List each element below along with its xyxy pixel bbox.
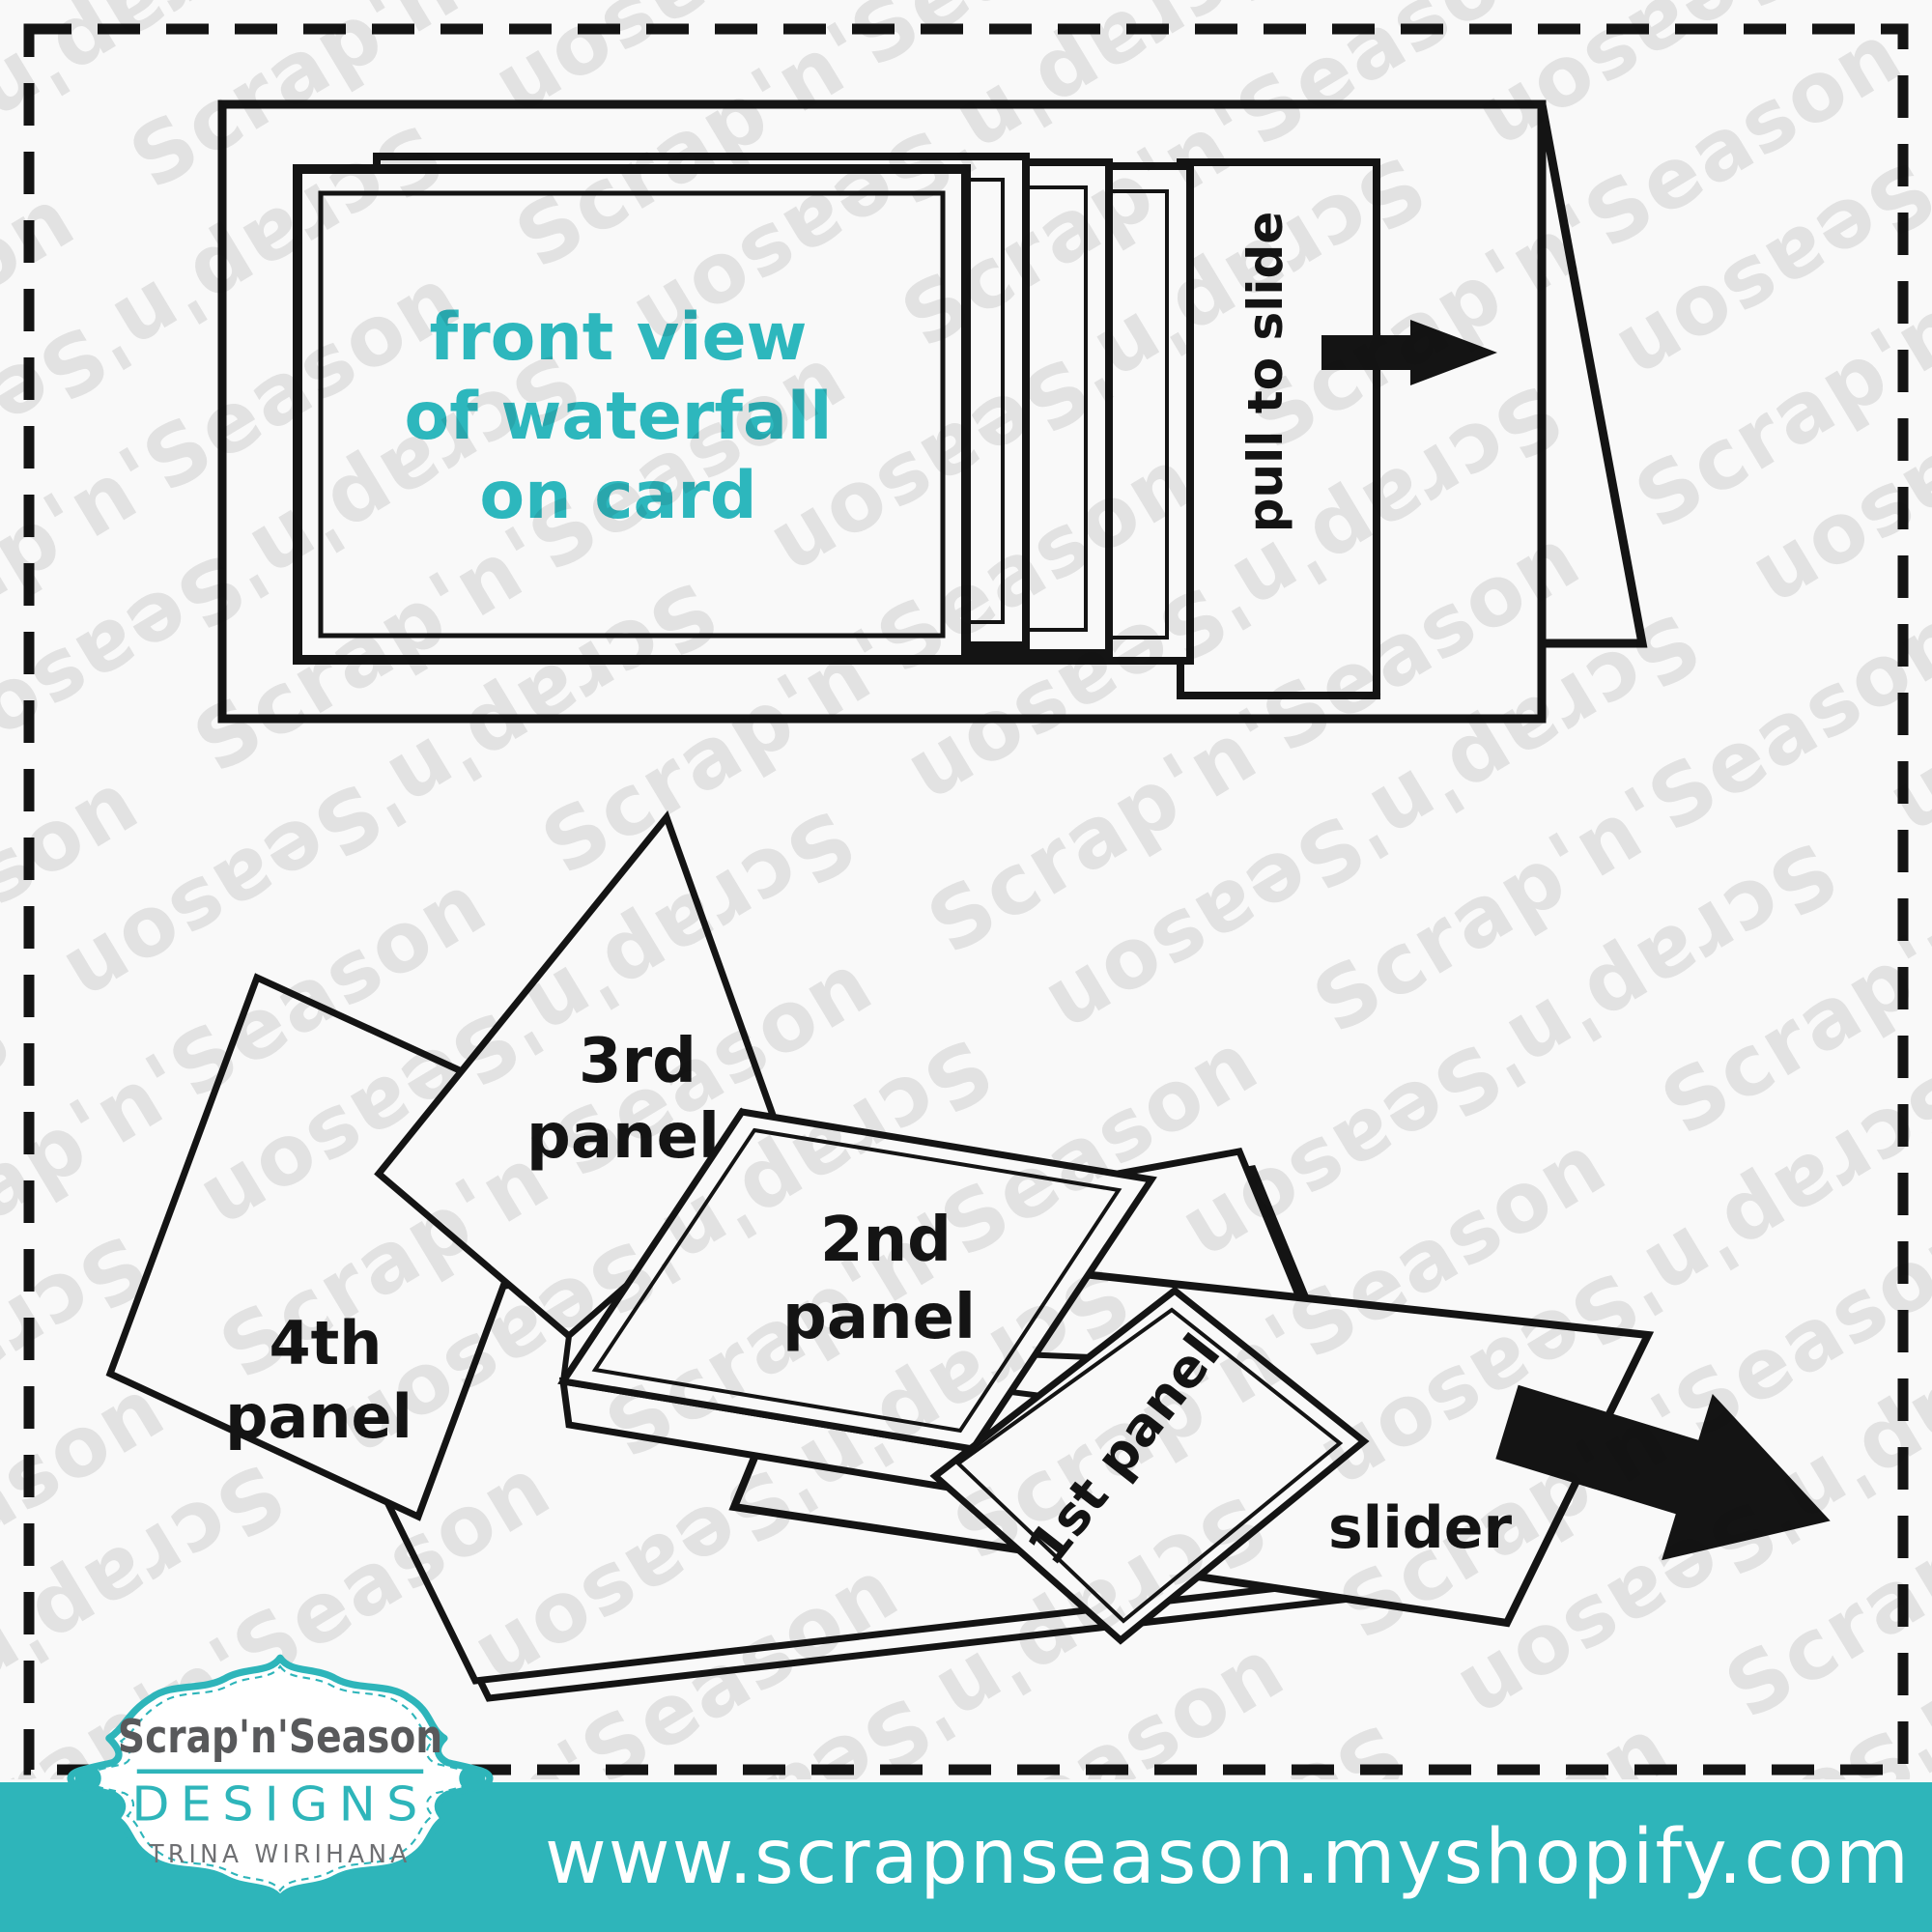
shop-url[interactable]: www.scrapnseason.myshopify.com [545,1813,1911,1901]
badge-dot-left [74,1765,101,1792]
panel-2-label-line2: panel [782,1282,976,1353]
front-panel-inner [318,190,946,639]
slider-panel-front-view [1177,158,1380,699]
front-view-caption-line2: of waterfall [405,379,833,455]
panel-3-label-line2: panel [526,1101,720,1173]
panel-2-label-line1: 2nd [820,1205,952,1276]
badge-frame [67,1654,494,1903]
card-fold-flap [1537,103,1648,648]
slider-label: slider [1328,1494,1512,1562]
badge-dot-right [459,1765,486,1792]
brand-badge: Scrap'n'Season DESIGNS TRINA WIRIHANA [67,1654,494,1903]
slider-arrow-icon [1495,1384,1831,1561]
exploded-view-diagram: 4th panel 3rd panel 2nd panel 1st panel … [105,810,1831,1702]
panel-3-label-line1: 3rd [579,1026,696,1097]
dashed-page-border [23,23,1909,1776]
panel-1-inner-border [954,1307,1344,1624]
badge-stitch-border [84,1664,476,1892]
panel-4-label-line1: 4th [270,1308,383,1378]
front-view-caption-line3: on card [479,458,756,534]
panel-4-label-line2: panel [225,1381,412,1452]
badge-author: TRINA WIRIHANA [148,1840,411,1869]
front-panel [293,164,971,665]
badge-division: DESIGNS [131,1776,428,1832]
panel-2-inner-border [591,1127,1122,1434]
pull-to-slide-label: pull to slide [1237,212,1293,532]
front-view-diagram: front view of waterfall on card pull to … [217,99,1648,724]
badge-brand-name: Scrap'n'Season [118,1711,442,1764]
pull-arrow-icon [1321,320,1497,385]
front-view-caption-line1: front view [430,299,808,376]
